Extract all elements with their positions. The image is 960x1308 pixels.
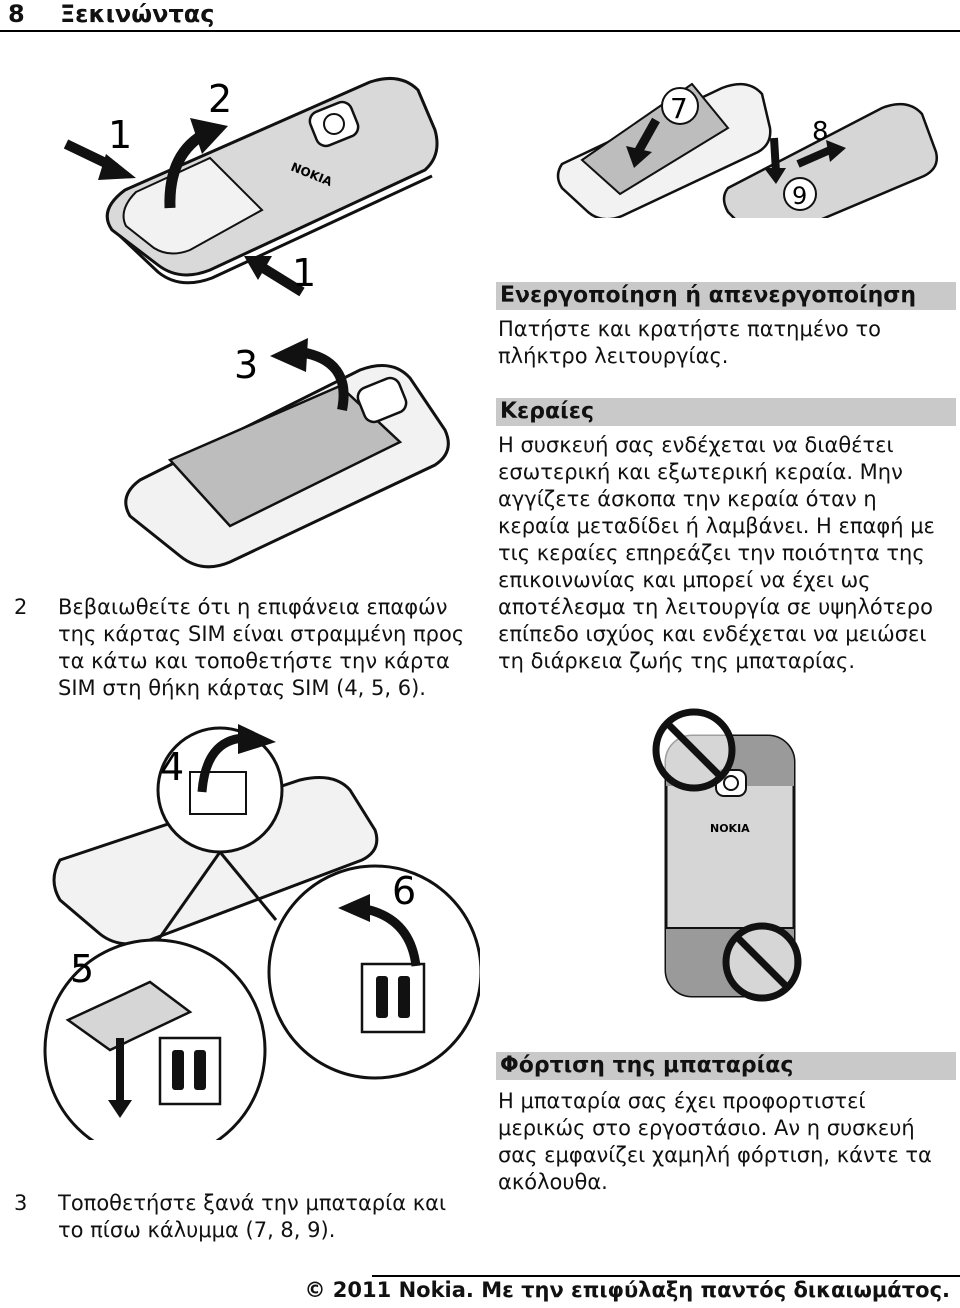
antennas-line: κεραία μεταδίδει ή λαμβάνει. Η επαφή με <box>498 514 935 538</box>
step-3: 3 Τοποθετήστε ξανά την μπαταρία και το π… <box>14 1190 484 1246</box>
step-2-line: τα κάτω και τοποθετήστε την κάρτα <box>58 649 450 673</box>
section-heading-antennas: Κεραίες <box>496 398 956 426</box>
antennas-line: αποτέλεσμα τη λειτουργία σε υψηλότερο <box>498 595 933 619</box>
antennas-line: εσωτερική και εξωτερική κεραία. Μην <box>498 460 903 484</box>
charging-line: Η μπαταρία σας έχει προφορτιστεί <box>498 1089 866 1113</box>
antennas-line: επικοινωνίας και μπορεί να έχει ως <box>498 568 871 592</box>
power-line: Πατήστε και κρατήστε πατημένο το <box>498 317 881 341</box>
step-2-line: SIM στη θήκη κάρτας SIM (4, 5, 6). <box>58 676 426 700</box>
step-3-line: το πίσω κάλυμμα (7, 8, 9). <box>58 1218 336 1242</box>
figure-label-1b: 1 <box>292 251 316 295</box>
power-line: πλήκτρο λειτουργίας. <box>498 344 729 368</box>
step-2-text: Βεβαιωθείτε ότι η επιφάνεια επαφών της κ… <box>58 594 464 702</box>
charging-line: ακόλουθα. <box>498 1170 608 1194</box>
page-number: 8 <box>8 0 25 28</box>
figure-label-8: 8 <box>812 117 829 147</box>
section-body-power: Πατήστε και κρατήστε πατημένο το πλήκτρο… <box>498 316 956 370</box>
figure-remove-battery: 3 <box>124 338 450 569</box>
section-heading-power: Ενεργοποίηση ή απενεργοποίηση <box>496 282 956 310</box>
nokia-logo-back: NOKIA <box>710 822 750 835</box>
footer-rule <box>372 1275 960 1277</box>
figure-label-3: 3 <box>234 343 258 387</box>
step-2-number: 2 <box>14 595 28 619</box>
figure-remove-cover: NOKIA 1 2 1 <box>63 76 439 297</box>
charging-line: σας εμφανίζει χαμηλή φόρτιση, κάντε τα <box>498 1143 932 1167</box>
charging-line: μερικώς στο εργοστάσιο. Αν η συσκευή <box>498 1116 915 1140</box>
page-header: 8 Ξεκινώντας <box>0 0 960 32</box>
figure-label-1: 1 <box>108 113 132 157</box>
section-body-antennas: Η συσκευή σας ενδέχεται να διαθέτει εσωτ… <box>498 432 956 675</box>
step-3-text: Τοποθετήστε ξανά την μπαταρία και το πίσ… <box>58 1190 446 1244</box>
figure-antenna-areas: NOKIA <box>652 708 802 1002</box>
antennas-line: Η συσκευή σας ενδέχεται να διαθέτει <box>498 433 894 457</box>
figure-label-5: 5 <box>70 947 94 991</box>
no-touch-icon <box>652 708 736 792</box>
antennas-line: τη διάρκεια ζωής της μπαταρίας. <box>498 649 855 673</box>
step-2: 2 Βεβαιωθείτε ότι η επιφάνεια επαφών της… <box>14 594 484 706</box>
antennas-line: επίπεδο ισχύος και ενδέχεται να μειώσει <box>498 622 927 646</box>
figure-label-6: 6 <box>392 869 416 913</box>
no-touch-icon <box>722 922 802 1002</box>
antennas-line: τις κεραίες επηρεάζει την ποιότητα της <box>498 541 925 565</box>
chapter-title: Ξεκινώντας <box>60 0 215 28</box>
figure-label-4: 4 <box>160 745 184 789</box>
step-2-line: της κάρτας SIM είναι στραμμένη προς <box>58 622 465 646</box>
figure-insert-sim: 4 5 6 <box>43 724 480 1140</box>
figure-label-2: 2 <box>208 77 232 121</box>
figure-label-9: 9 <box>792 182 807 210</box>
figure-replace-cover: 7 8 9 <box>556 82 938 218</box>
section-body-charging: Η μπαταρία σας έχει προφορτιστεί μερικώς… <box>498 1088 956 1196</box>
section-heading-charging: Φόρτιση της μπαταρίας <box>496 1052 956 1080</box>
step-2-line: Βεβαιωθείτε ότι η επιφάνεια επαφών <box>58 595 448 619</box>
copyright-footer: © 2011 Nokia. Με την επιφύλαξη παντός δι… <box>304 1278 951 1302</box>
figure-label-7: 7 <box>670 92 688 125</box>
antennas-line: αγγίζετε άσκοπα την κεραία όταν η <box>498 487 877 511</box>
step-3-line: Τοποθετήστε ξανά την μπαταρία και <box>58 1191 447 1215</box>
step-3-number: 3 <box>14 1191 28 1215</box>
